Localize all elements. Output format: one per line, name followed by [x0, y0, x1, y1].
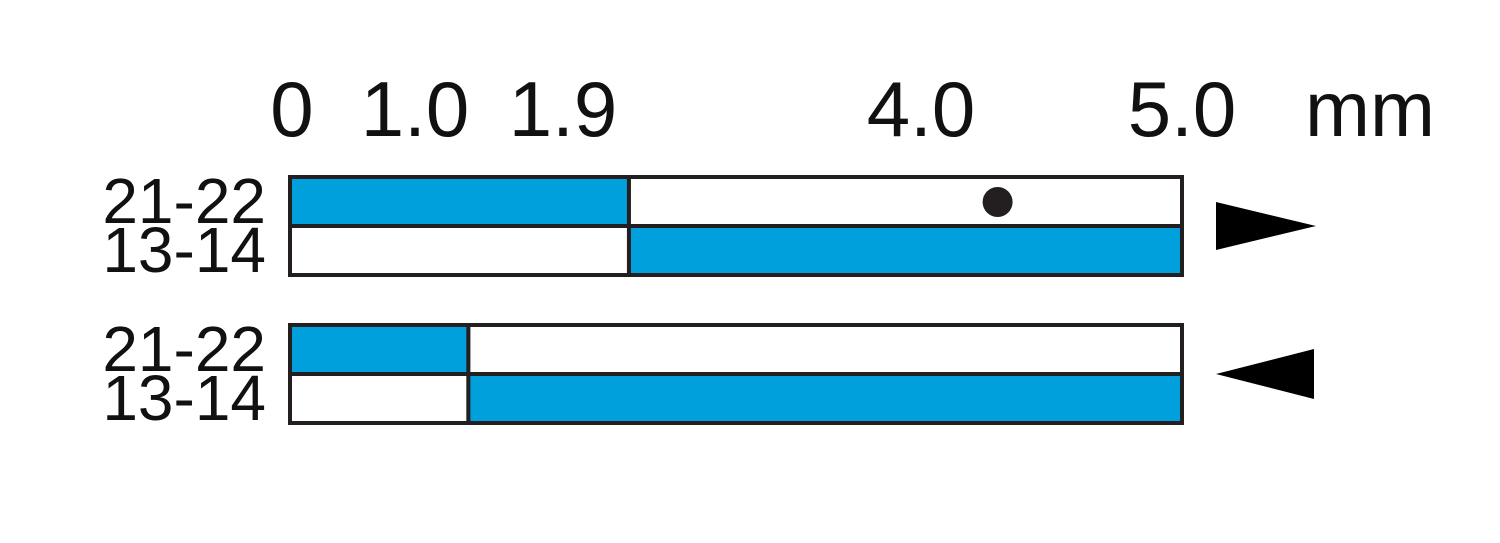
contact-open-segment: [288, 224, 631, 277]
arrow-left-icon: [1216, 349, 1314, 399]
contact-closed-segment: [288, 175, 631, 228]
contact-group-frame: [288, 175, 1184, 277]
contact-row-label: 13-14: [102, 214, 266, 286]
contact-row-label: 21-22: [102, 165, 266, 237]
scale-tick-label: 1.0: [361, 65, 469, 153]
contact-row-label: 13-14: [102, 362, 266, 434]
scale-tick-label: 5.0: [1128, 65, 1236, 153]
unit-label: mm: [1305, 65, 1435, 153]
contact-open-segment: [288, 372, 471, 425]
scale-tick-label: 4.0: [867, 65, 975, 153]
scale-tick-label: 1.9: [509, 65, 617, 153]
contact-open-segment: [466, 323, 1184, 376]
scale-tick-label: 0: [270, 65, 313, 153]
contact-row-label: 21-22: [102, 313, 266, 385]
contact-group-frame: [288, 323, 1184, 425]
contact-closed-segment: [466, 372, 1184, 425]
contact-closed-segment: [626, 224, 1184, 277]
contact-closed-segment: [288, 323, 471, 376]
positive-opening-dot: [982, 187, 1013, 217]
contact-open-segment: [626, 175, 1184, 228]
arrow-right-icon: [1216, 202, 1316, 250]
